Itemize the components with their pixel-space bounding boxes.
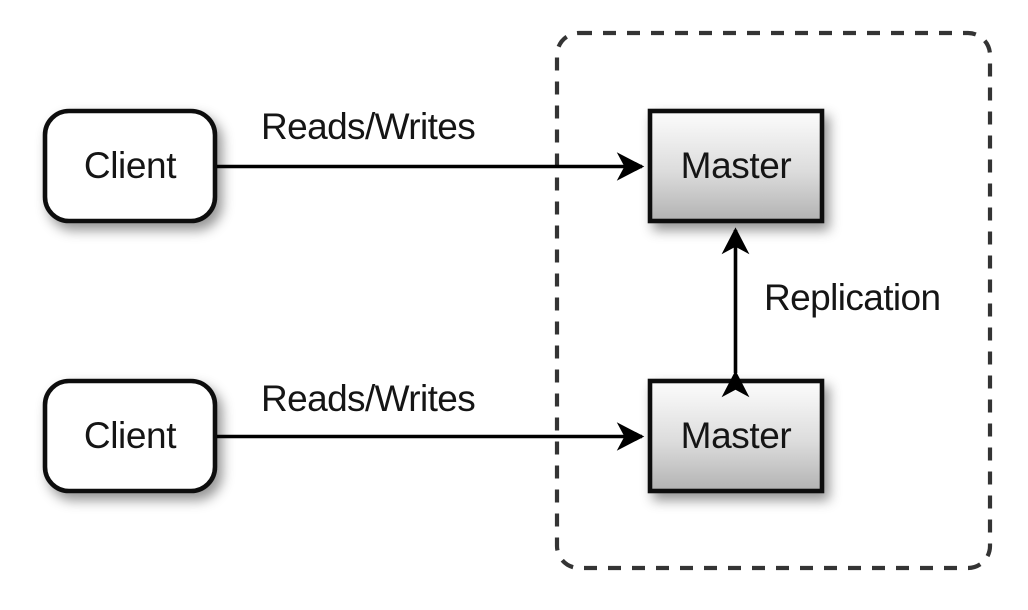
edge-label-reads-writes-bottom: Reads/Writes	[261, 378, 476, 419]
client-top-shape[interactable]	[42, 108, 218, 224]
edge-label-replication: Replication	[764, 277, 941, 318]
client-bottom-shape[interactable]	[42, 378, 218, 494]
master-top-shape[interactable]	[647, 108, 825, 224]
master-bottom-shape[interactable]	[647, 378, 825, 494]
edge-label-reads-writes-top: Reads/Writes	[261, 106, 476, 147]
replication-group-boundary	[554, 30, 993, 571]
